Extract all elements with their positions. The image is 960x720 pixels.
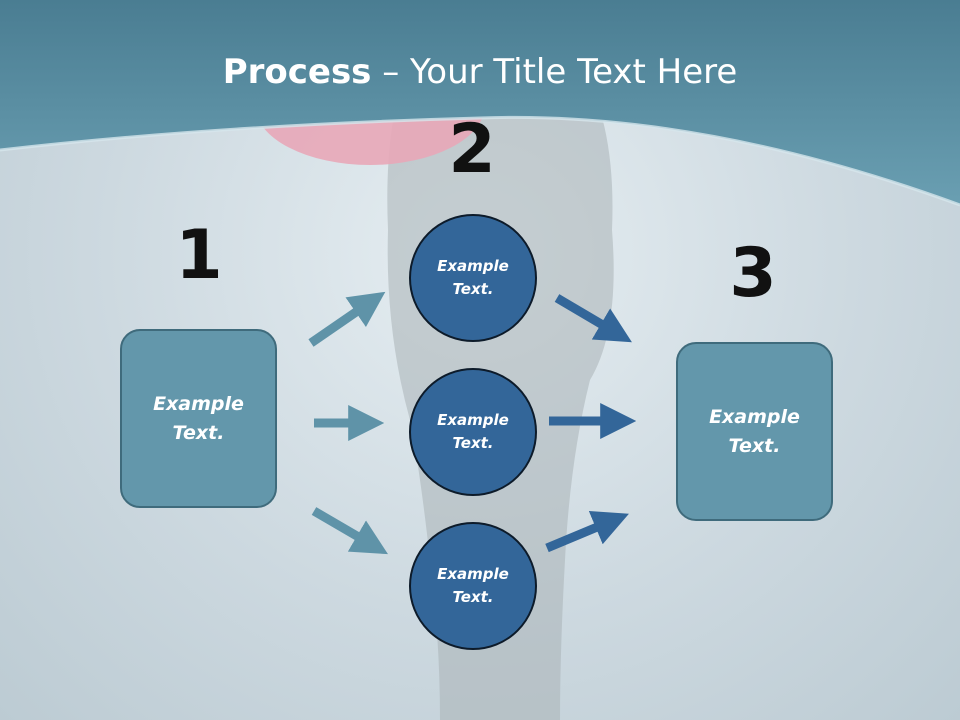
arrow-left-to-top bbox=[308, 291, 386, 347]
title-rest: – Your Title Text Here bbox=[371, 52, 738, 92]
arrow-top-to-right bbox=[554, 294, 632, 343]
circle-bottom-label: Example Text. bbox=[437, 565, 509, 606]
circle-step-bottom: Example Text. bbox=[409, 522, 537, 650]
left-step-label: Example Text. bbox=[153, 392, 244, 444]
step-number-3: 3 bbox=[729, 234, 777, 313]
circle-step-middle: Example Text. bbox=[409, 368, 537, 496]
right-step-box: Example Text. bbox=[676, 342, 833, 521]
header-band bbox=[0, 0, 960, 205]
header-highlight bbox=[0, 115, 960, 207]
step-number-2: 2 bbox=[448, 110, 496, 189]
circle-middle-label: Example Text. bbox=[437, 411, 509, 452]
slide-title: Process – Your Title Text Here bbox=[0, 52, 960, 92]
circle-step-top: Example Text. bbox=[409, 214, 537, 342]
right-step-label: Example Text. bbox=[709, 405, 800, 457]
arrow-bottom-to-right bbox=[545, 511, 629, 553]
circle-top-label: Example Text. bbox=[437, 257, 509, 298]
step-number-1: 1 bbox=[175, 216, 223, 295]
arrow-left-to-bottom bbox=[311, 507, 388, 555]
left-step-box: Example Text. bbox=[120, 329, 277, 508]
title-bold: Process bbox=[222, 52, 372, 92]
